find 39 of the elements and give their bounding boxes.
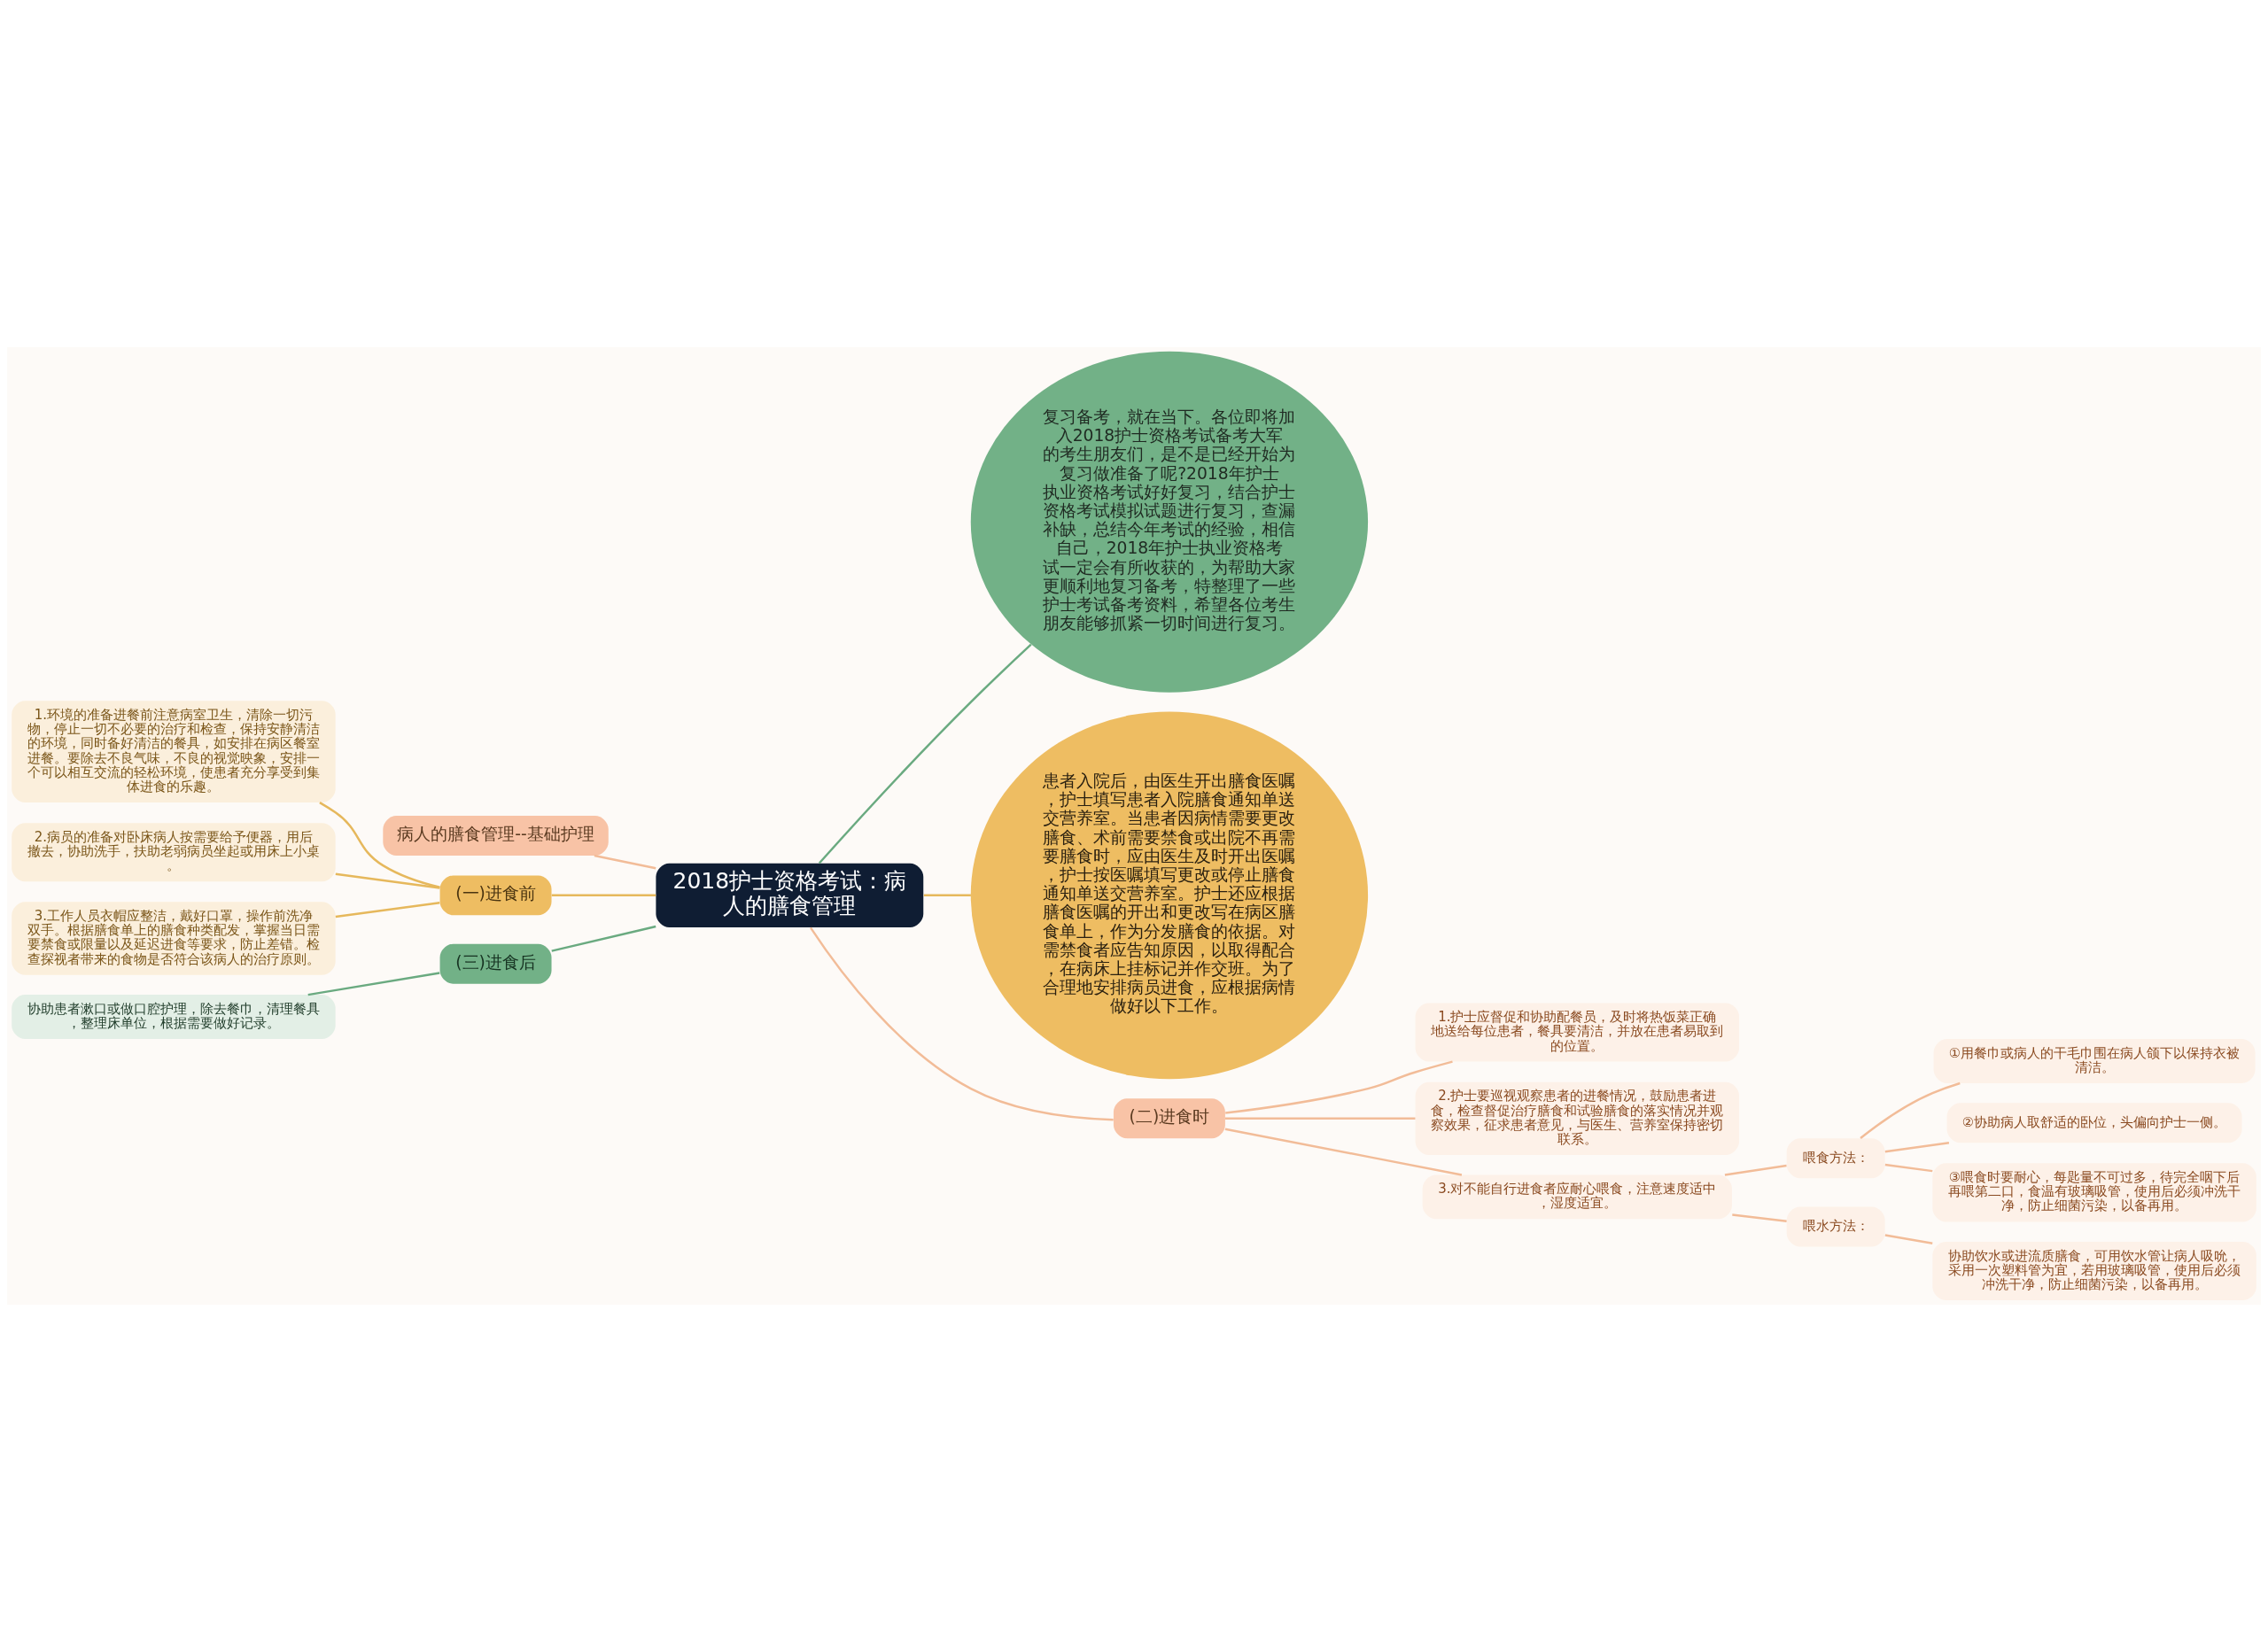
node-box: 2.护士要巡视观察患者的进餐情况，鼓励患者进食，检查督促治疗膳食和试验膳食的落实情况并观察效果，征求患者意见，与医生、营养室保持密切联系。 xyxy=(1415,1081,1740,1155)
node-box: 协助饮水或进流质膳食，可用饮水管让病人吸吮，采用一次塑料管为宜，若用玻璃吸管，使用后必须冲洗干净，防止细菌污染，以备再用。 xyxy=(1932,1241,2256,1300)
node-box: 1.护士应督促和协助配餐员，及时将热饭菜正确地送给每位患者，餐具要清洁，并放在患者易取到的位置。 xyxy=(1415,1003,1740,1062)
connector xyxy=(1224,1128,1463,1176)
node-box: (一)进食前 xyxy=(439,874,552,915)
node-box: 喂水方法： xyxy=(1786,1206,1885,1246)
node-box: 喂食方法： xyxy=(1786,1137,1885,1178)
node-box: 3.工作人员衣帽应整洁，戴好口罩，操作前洗净双手。根据膳食单上的膳食种类配发，掌握当日需要禁食或限量以及延迟进食等要求，防止差错。检查探视者带来的食物是否符合该病人的治疗原则。 xyxy=(12,901,336,975)
connector xyxy=(1860,1081,1961,1139)
connector xyxy=(335,901,440,918)
connector xyxy=(1884,1163,1933,1172)
node-box: ③喂食时要耐心，每匙量不可过多，待完全咽下后再喂第二口，食温有玻璃吸管，使用后必须冲洗干净，防止细菌污染，以备再用。 xyxy=(1932,1162,2256,1221)
connector xyxy=(551,894,656,896)
connector xyxy=(1884,1233,1933,1244)
node-box: ②协助病人取舒适的卧位，头偏向护士一侧。 xyxy=(1946,1102,2242,1143)
connector xyxy=(1724,1164,1787,1176)
node-box: 2018护士资格考试：病人的膳食管理 xyxy=(656,863,924,927)
node-box: 2.病员的准备对卧床病人按需要给予便器，用后撤去，协助洗手，扶助老弱病员坐起或用床上小桌。 xyxy=(12,822,336,881)
connector xyxy=(594,854,656,869)
connector xyxy=(809,926,1114,1120)
node-ellipse: 复习备考，就在当下。各位即将加入2018护士资格考试备考大军的考生朋友们，是不是已经开始为复习做准备了呢?2018年护士执业资格考试好好复习，结合护士资格考试模拟试题进行复习，查漏补缺，总结今年考试的经验，相信自己，2018年护士执业资格考试一定会有所收获的，为帮助大家更顺利地复习备考，特整理了一些护士考试备考资料，希望各位考生朋友能够抓紧一切时间进行复习。 xyxy=(970,351,1369,693)
node-box: (三)进食后 xyxy=(439,943,552,984)
node-box: 病人的膳食管理--基础护理 xyxy=(383,815,609,856)
connector xyxy=(1224,1117,1416,1120)
connector xyxy=(923,894,971,896)
node-box: 协助患者漱口或做口腔护理，除去餐巾，清理餐具，整理床单位，根据需要做好记录。 xyxy=(12,994,336,1039)
connector xyxy=(1225,1059,1453,1114)
node-box: 1.环境的准备进餐前注意病室卫生，清除一切污物，停止一切不必要的治疗和检查，保持安静清洁的环境，同时备好清洁的餐具，如安排在病区餐室进餐。要除去不良气味，不良的视觉映象，安排一个可以相互交流的轻松环境，使患者充分享受到集体进食的乐趣。 xyxy=(12,700,336,802)
connector xyxy=(307,971,440,996)
node-box: ①用餐巾或病人的干毛巾围在病人颌下以保持衣被清洁。 xyxy=(1933,1038,2256,1083)
connector xyxy=(818,643,1032,864)
node-box: (二)进食时 xyxy=(1113,1097,1225,1138)
connector xyxy=(1884,1141,1950,1152)
connector xyxy=(335,872,440,889)
connector xyxy=(551,925,656,952)
connector xyxy=(319,801,440,888)
node-box: 3.对不能自行进食者应耐心喂食，注意速度适中，湿度适宜。 xyxy=(1422,1174,1732,1219)
connector xyxy=(1732,1213,1787,1222)
node-circle: 患者入院后，由医生开出膳食医嘱，护士填写患者入院膳食通知单送交营养室。当患者因病情需要更改膳食、术前需要禁食或出院不再需要膳食时，应由医生及时开出医嘱，护士按医嘱填写更改或停止膳食通知单送交营养室。护士还应根据膳食医嘱的开出和更改写在病区膳食单上，作为分发膳食的依据。对需禁食者应告知原因，以取得配合，在病床上挂标记并作交班。为了合理地安排病员进食，应根据病情做好以下工作。 xyxy=(970,710,1369,1079)
